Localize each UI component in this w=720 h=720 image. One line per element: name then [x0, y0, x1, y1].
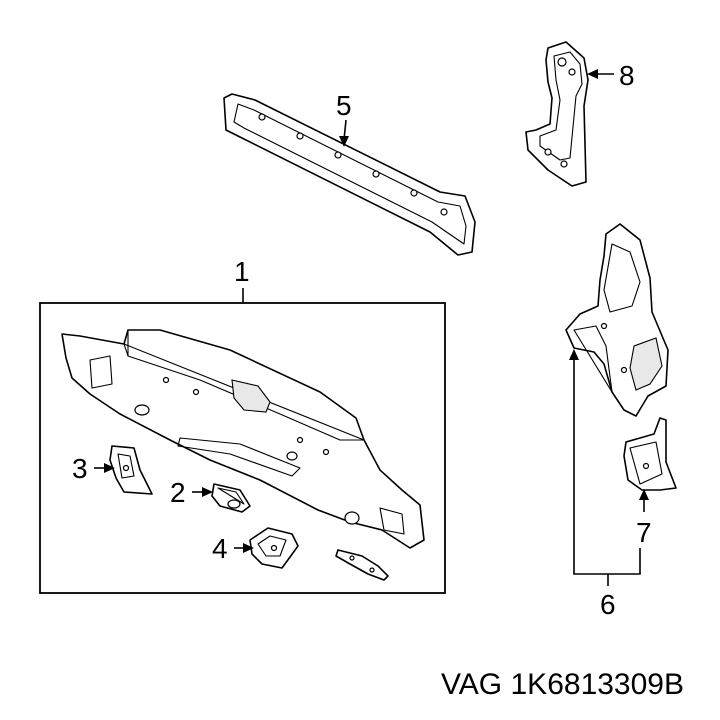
leader-3-arrow: [104, 463, 115, 473]
leader-5-arrow: [339, 136, 349, 147]
part-7-gusset: [623, 417, 677, 491]
leader-8-arrow: [587, 69, 598, 79]
callout-5: 5: [336, 90, 352, 121]
leader-6-bracket: [573, 356, 641, 575]
part-2-latch-bracket: [211, 483, 251, 513]
callout-6: 6: [600, 589, 616, 620]
part-4-bracket: [249, 527, 299, 569]
part-3-bracket: [109, 445, 153, 495]
callout-4: 4: [212, 533, 228, 564]
brand-label: VAG: [441, 668, 503, 701]
part-1-rear-panel: [61, 329, 425, 549]
strap-part: [335, 549, 389, 581]
callout-3: 3: [72, 453, 88, 484]
callout-7: 7: [636, 517, 652, 548]
part-number-label: VAG 1K6813309B: [441, 668, 684, 702]
callout-2: 2: [170, 477, 186, 508]
leader-4-arrow: [243, 543, 254, 553]
leader-7-arrow: [639, 489, 649, 500]
callout-8: 8: [619, 60, 635, 91]
part-8-corner-bracket: [525, 41, 589, 187]
assembly-frame: [39, 302, 446, 594]
part-number: 1K6813309B: [510, 668, 685, 701]
leader-2-arrow: [202, 487, 213, 497]
callout-1: 1: [234, 256, 250, 287]
part-6-side-extension: [565, 223, 669, 417]
part-5-reinforcement-bar: [223, 93, 476, 256]
leader-6-arrow: [569, 349, 579, 360]
